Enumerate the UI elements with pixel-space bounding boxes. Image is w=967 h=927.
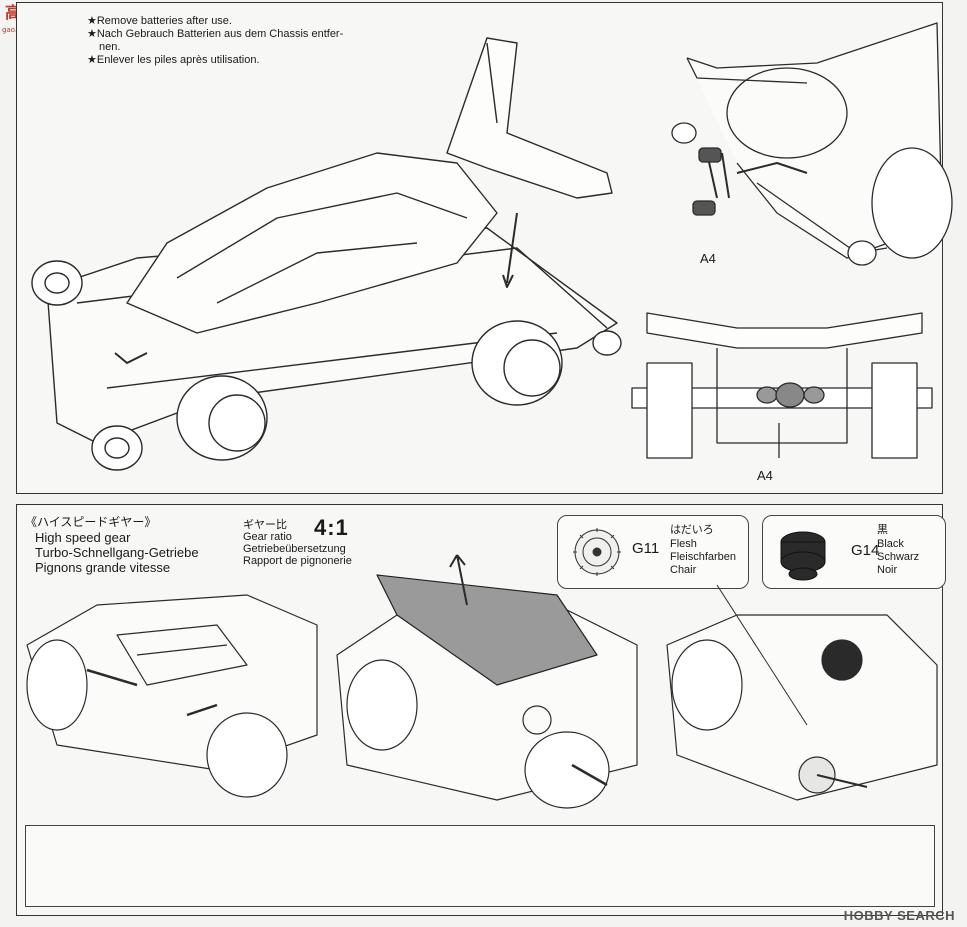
gear-g14-icon <box>780 531 826 581</box>
gear-g14-color-de: Schwarz <box>877 551 920 563</box>
gear-card-g11: G11 はだいろ Flesh Fleischfarben Chair <box>557 515 749 589</box>
gear-g11-color-de: Fleischfarben <box>670 551 737 563</box>
assembly-step-panel-bottom: 《ハイスピードギヤー》 High speed gear Turbo-Schnel… <box>16 504 946 916</box>
note-en: ★Remove batteries after use. <box>87 15 232 27</box>
gear-g14-code: G14 <box>851 542 880 559</box>
gear-g14-color-en: Black <box>877 538 904 550</box>
gear-g11-icon <box>573 528 621 576</box>
gear-g11-color-fr: Chair <box>670 564 697 576</box>
part-label-a4-top: A4 <box>700 251 716 266</box>
gear-g14-color-fr: Noir <box>877 564 898 576</box>
ratio-label-jp: ギヤー比 <box>243 519 287 531</box>
section-title-de: Turbo-Schnellgang-Getriebe <box>35 545 199 560</box>
battery-notes: ★Remove batteries after use. ★Nach Gebra… <box>87 15 343 67</box>
gear-g11-color-jp: はだいろ <box>670 524 714 536</box>
ratio-label-en: Gear ratio <box>243 531 292 543</box>
section-title-jp: 《ハイスピードギヤー》 <box>25 515 157 529</box>
notes-blank-box <box>25 825 935 907</box>
hobby-search-watermark: HOBBY SEARCH <box>843 908 955 923</box>
assembly-step-panel-top: ★Remove batteries after use. ★Nach Gebra… <box>16 2 953 494</box>
gear-ratio-value: 4:1 <box>314 515 349 540</box>
gear-g14-color-jp: 黒 <box>877 524 888 536</box>
section-title-fr: Pignons grande vitesse <box>35 560 171 575</box>
note-de-cont: nen. <box>99 41 121 53</box>
gear-install-illustrations <box>26 554 938 809</box>
gear-g11-code: G11 <box>632 540 660 557</box>
ratio-label-de: Getriebeübersetzung <box>243 543 346 555</box>
section-heading: 《ハイスピードギヤー》 High speed gear Turbo-Schnel… <box>25 513 199 575</box>
note-de: ★Nach Gebrauch Batterien aus dem Chassis… <box>87 28 344 40</box>
section-title-en: High speed gear <box>35 530 131 545</box>
part-label-a4-bottom: A4 <box>757 468 773 483</box>
gear-g11-color-en: Flesh <box>670 538 697 550</box>
note-fr: ★Enlever les piles après utilisation. <box>87 54 260 66</box>
gear-ratio-block: ギヤー比 Gear ratio Getriebeübersetzung Rapp… <box>243 519 352 567</box>
car-main-illustration <box>31 22 953 471</box>
gear-card-g14: G14 黒 Black Schwarz Noir <box>762 515 946 589</box>
ratio-label-fr: Rapport de pignonerie <box>243 555 352 567</box>
